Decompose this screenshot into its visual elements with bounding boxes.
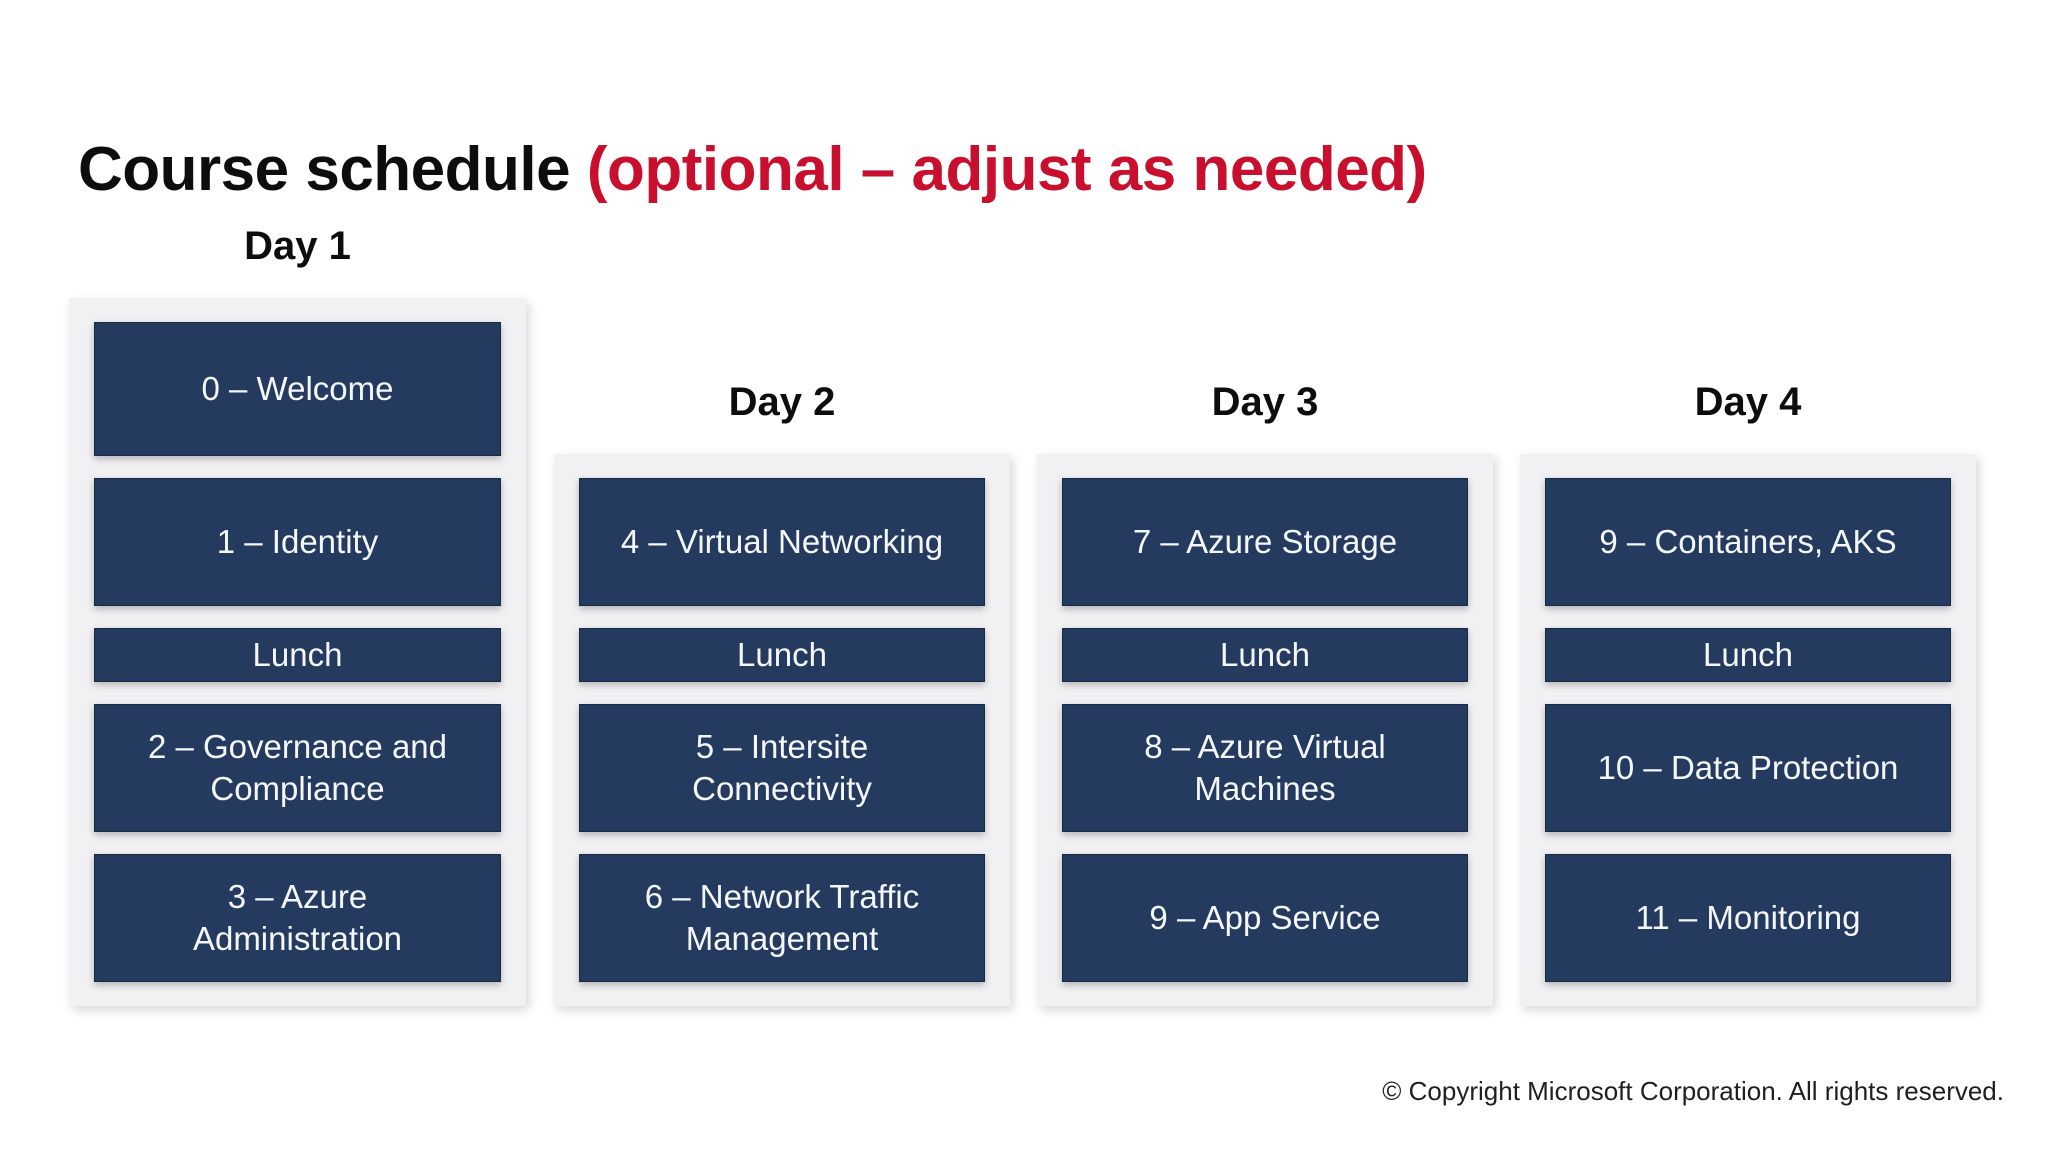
session-box-azure-administration: 3 – Azure Administration	[94, 854, 501, 982]
day-2-heading: Day 2	[728, 380, 836, 424]
day-3-panel: 7 – Azure Storage Lunch 8 – Azure Virtua…	[1037, 454, 1493, 1006]
title-accent: (optional – adjust as needed)	[586, 134, 1427, 204]
day-3-heading: Day 3	[1211, 380, 1319, 424]
session-box-welcome: 0 – Welcome	[94, 322, 501, 456]
session-box-azure-storage: 7 – Azure Storage	[1062, 478, 1468, 606]
session-box-intersite-connectivity: 5 – Intersite Connectivity	[579, 704, 985, 832]
session-box-governance-compliance: 2 – Governance and Compliance	[94, 704, 501, 832]
day-1-heading: Day 1	[244, 224, 351, 268]
session-box-azure-virtual-machines: 8 – Azure Virtual Machines	[1062, 704, 1468, 832]
lunch-box: Lunch	[579, 628, 985, 682]
lunch-box: Lunch	[1062, 628, 1468, 682]
copyright-notice: © Copyright Microsoft Corporation. All r…	[1382, 1076, 2004, 1106]
title-main: Course schedule	[78, 134, 571, 204]
day-2-panel: 4 – Virtual Networking Lunch 5 – Intersi…	[554, 454, 1010, 1006]
day-4-panel: 9 – Containers, AKS Lunch 10 – Data Prot…	[1520, 454, 1976, 1006]
day-column-4: Day 4 9 – Containers, AKS Lunch 10 – Dat…	[1520, 378, 1976, 1006]
page-title: Course schedule (optional – adjust as ne…	[78, 134, 1427, 205]
day-1-panel: 0 – Welcome 1 – Identity Lunch 2 – Gover…	[69, 298, 526, 1006]
session-box-containers-aks: 9 – Containers, AKS	[1545, 478, 1951, 606]
day-column-3: Day 3 7 – Azure Storage Lunch 8 – Azure …	[1037, 378, 1493, 1006]
session-box-data-protection: 10 – Data Protection	[1545, 704, 1951, 832]
session-box-monitoring: 11 – Monitoring	[1545, 854, 1951, 982]
lunch-box: Lunch	[1545, 628, 1951, 682]
session-box-virtual-networking: 4 – Virtual Networking	[579, 478, 985, 606]
session-box-app-service: 9 – App Service	[1062, 854, 1468, 982]
day-4-heading: Day 4	[1694, 380, 1802, 424]
session-box-network-traffic-management: 6 – Network Traffic Management	[579, 854, 985, 982]
day-column-1: Day 1 0 – Welcome 1 – Identity Lunch 2 –…	[69, 222, 526, 1006]
lunch-box: Lunch	[94, 628, 501, 682]
day-column-2: Day 2 4 – Virtual Networking Lunch 5 – I…	[554, 378, 1010, 1006]
session-box-identity: 1 – Identity	[94, 478, 501, 606]
